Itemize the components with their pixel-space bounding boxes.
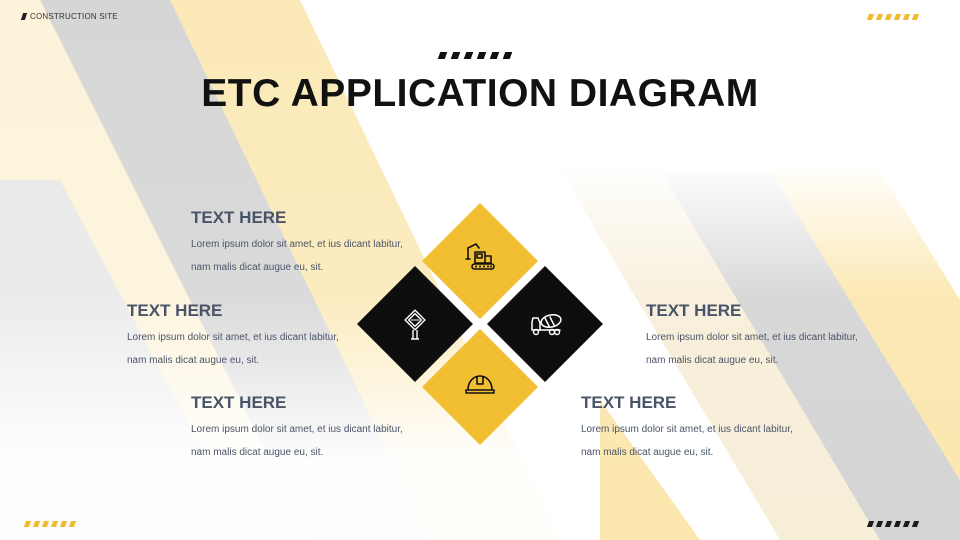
block-body: Lorem ipsum dolor sit amet, et ius dican… <box>191 424 403 458</box>
text-block-top-left: TEXT HERE Lorem ipsum dolor sit amet, et… <box>191 208 421 279</box>
block-heading: TEXT HERE <box>581 393 677 412</box>
block-body: Lorem ipsum dolor sit amet, et ius dican… <box>127 332 339 366</box>
block-heading: TEXT HERE <box>646 301 742 320</box>
block-body: Lorem ipsum dolor sit amet, et ius dican… <box>581 424 793 458</box>
brand-mark-icon <box>20 13 28 20</box>
stripe-deco-bottom-right <box>866 521 920 527</box>
brand-text: CONSTRUCTION SITE <box>30 12 118 21</box>
block-heading: TEXT HERE <box>191 393 287 412</box>
text-block-mid-left: TEXT HERE Lorem ipsum dolor sit amet, et… <box>127 301 357 372</box>
hard-hat-icon <box>465 375 495 394</box>
title-stripe-deco <box>437 52 513 59</box>
block-body: Lorem ipsum dolor sit amet, et ius dican… <box>191 239 403 273</box>
stripe-deco-top-right <box>866 14 920 20</box>
text-block-mid-right: TEXT HERE Lorem ipsum dolor sit amet, et… <box>646 301 876 372</box>
danger-sign-icon <box>404 309 426 340</box>
text-block-bottom-left: TEXT HERE Lorem ipsum dolor sit amet, et… <box>191 393 421 464</box>
block-heading: TEXT HERE <box>127 301 223 320</box>
block-heading: TEXT HERE <box>191 208 287 227</box>
text-block-bottom-right: TEXT HERE Lorem ipsum dolor sit amet, et… <box>581 393 811 464</box>
block-body: Lorem ipsum dolor sit amet, et ius dican… <box>646 332 858 366</box>
brand-label: CONSTRUCTION SITE <box>20 12 118 21</box>
concrete-mixer-truck-icon <box>531 314 562 336</box>
excavator-icon <box>465 243 495 270</box>
stripe-deco-bottom-left <box>23 521 77 527</box>
page-title: ETC APPLICATION DIAGRAM <box>201 72 759 115</box>
